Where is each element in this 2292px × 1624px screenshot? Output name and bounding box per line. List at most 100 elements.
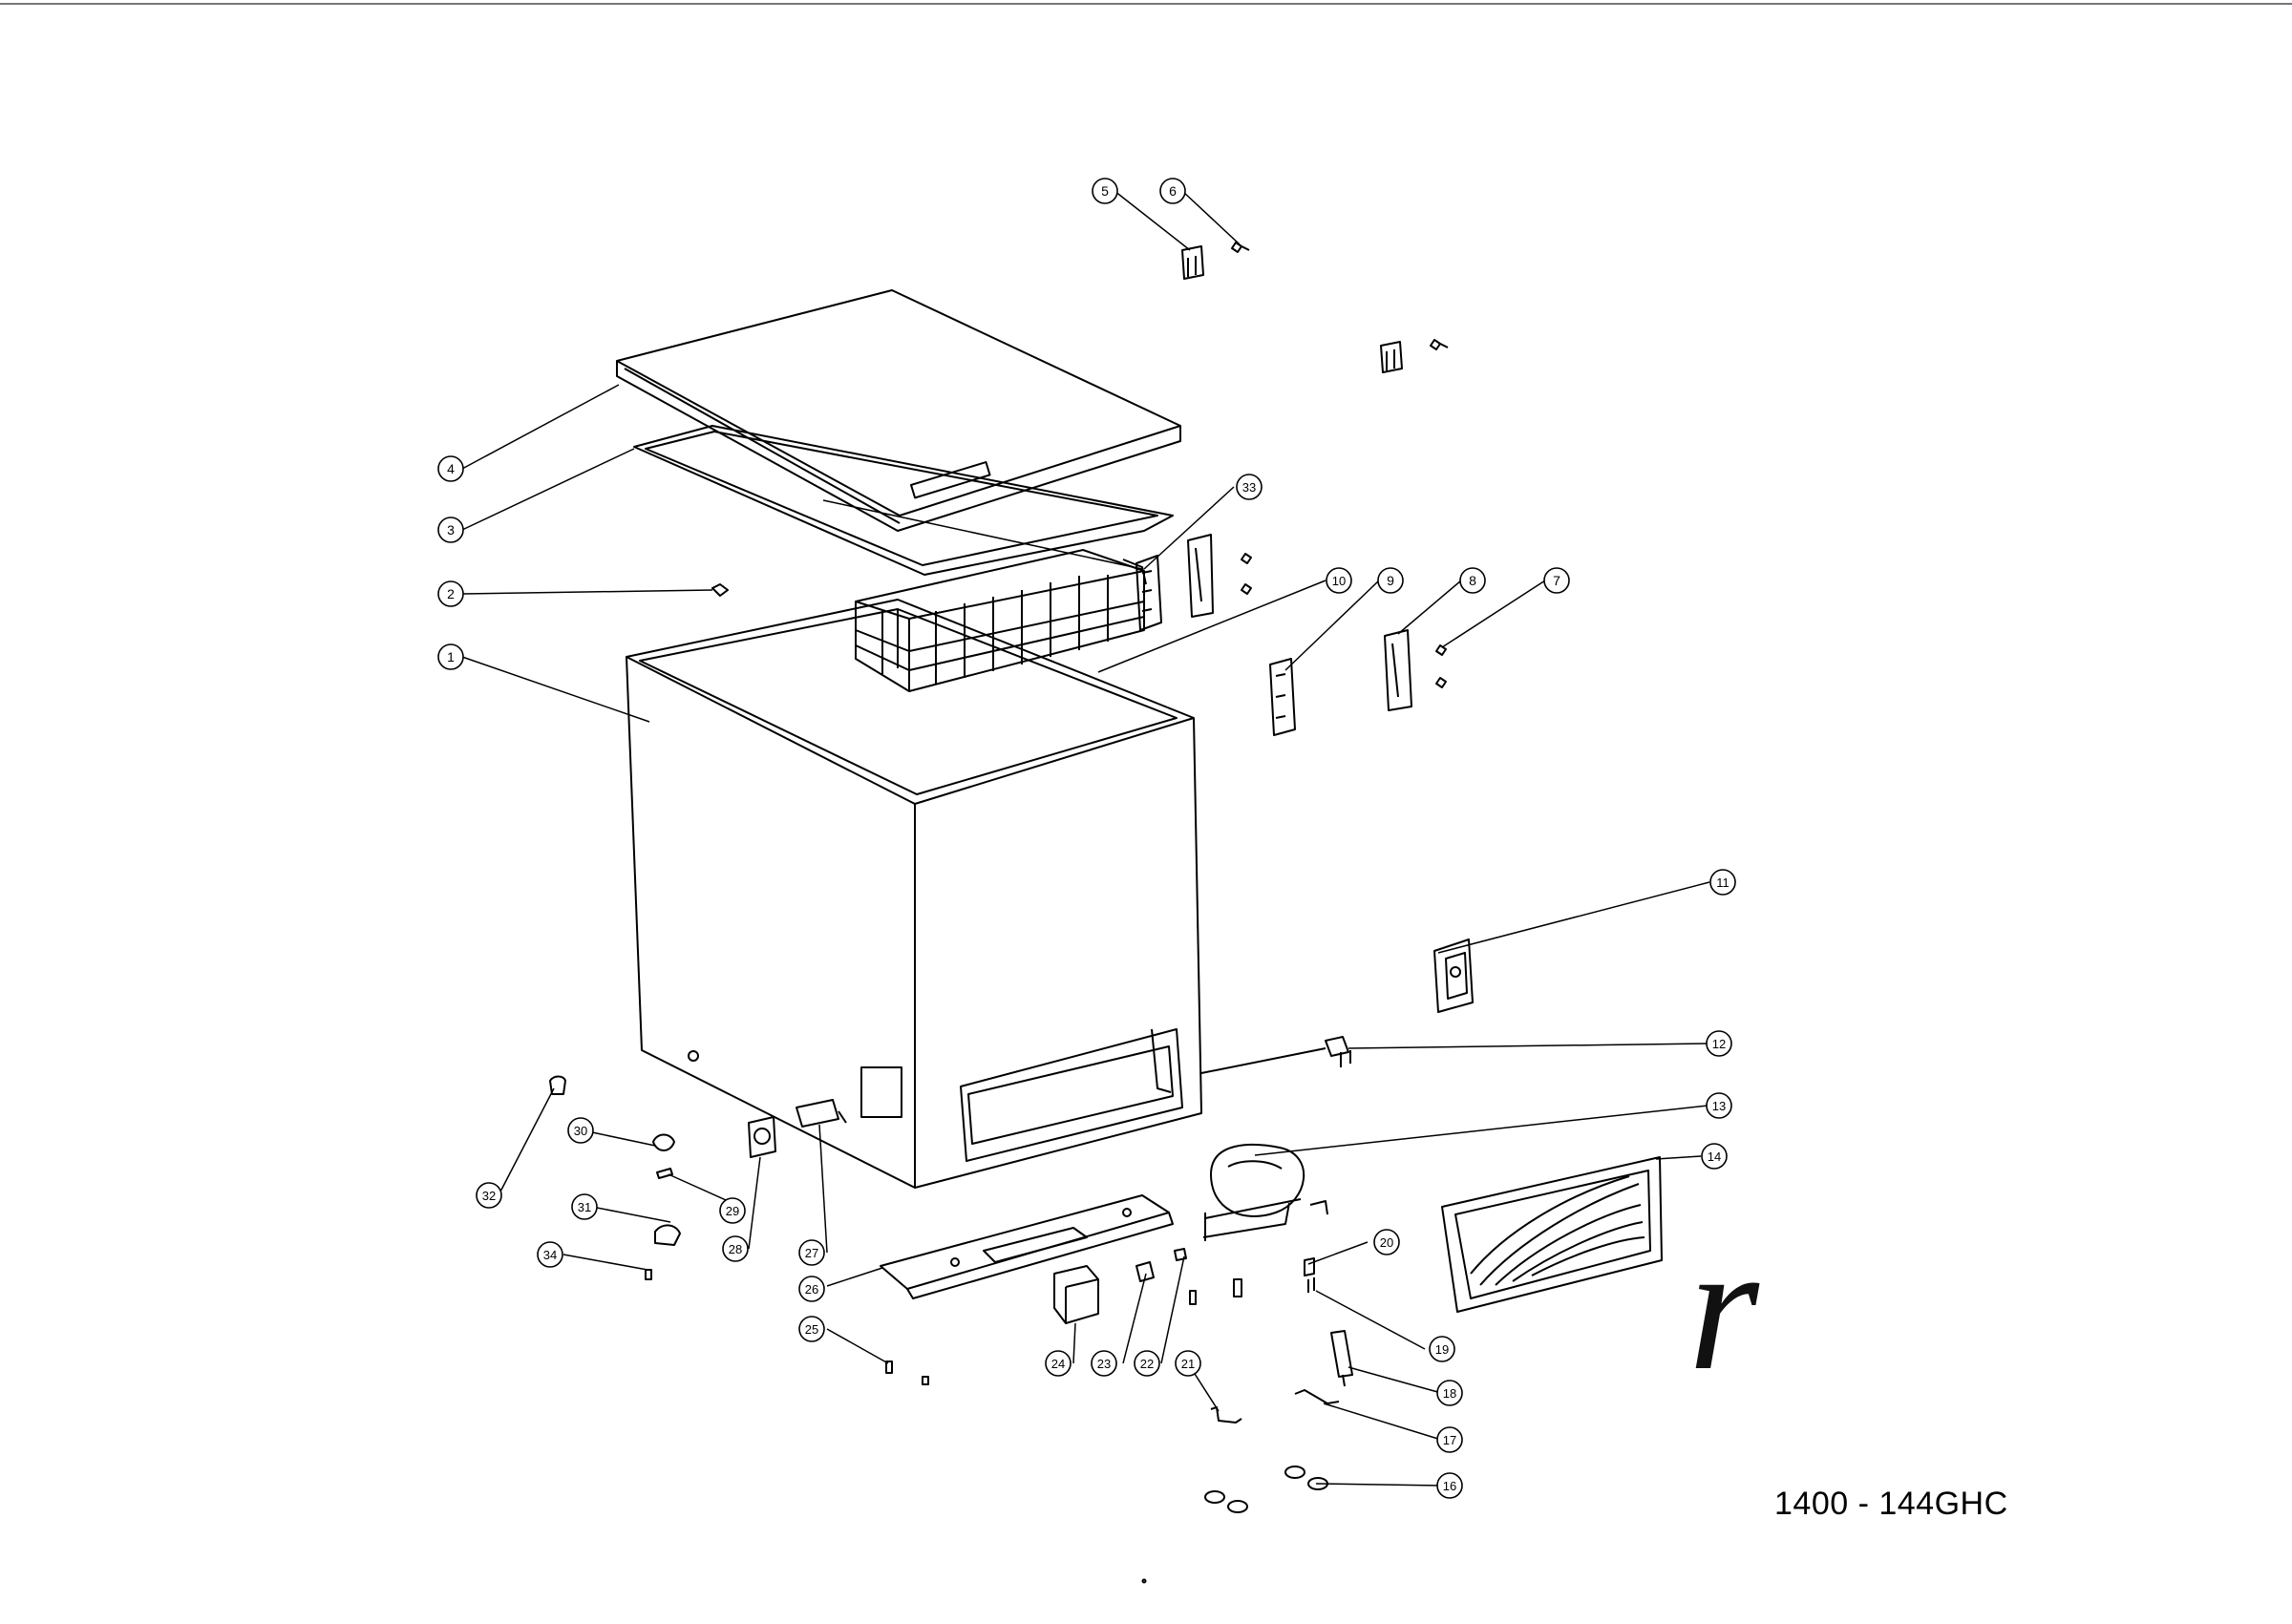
callout-circle <box>722 1235 749 1262</box>
callout-number: 25 <box>805 1322 818 1337</box>
callout-1: 1 <box>437 643 464 670</box>
callout-17: 17 <box>1436 1426 1463 1453</box>
callout-29: 29 <box>719 1197 746 1224</box>
callout-circle <box>437 517 464 543</box>
callout-circle <box>798 1239 825 1266</box>
callout-number: 19 <box>1435 1342 1449 1357</box>
callout-number: 1 <box>447 649 455 664</box>
callout-number: 23 <box>1097 1357 1111 1371</box>
callout-number: 17 <box>1443 1433 1456 1447</box>
callout-19: 19 <box>1429 1336 1455 1362</box>
callout-number: 29 <box>726 1204 739 1218</box>
callout-circle <box>1429 1336 1455 1362</box>
callout-number: 32 <box>482 1189 496 1203</box>
callout-circle <box>798 1276 825 1302</box>
callout-circle <box>1436 1472 1463 1499</box>
callout-number: 6 <box>1169 183 1177 199</box>
callout-number: 12 <box>1712 1037 1726 1051</box>
callout-number: 22 <box>1140 1357 1154 1371</box>
callout-number: 8 <box>1469 573 1476 588</box>
callout-circle <box>1175 1350 1201 1377</box>
callout-circle <box>476 1182 502 1209</box>
callout-circle <box>1459 567 1486 594</box>
callout-circle <box>1377 567 1404 594</box>
callout-number: 5 <box>1101 183 1109 199</box>
callout-number: 7 <box>1553 573 1560 588</box>
callout-number: 21 <box>1181 1357 1195 1371</box>
callout-20: 20 <box>1373 1229 1400 1255</box>
callout-number: 14 <box>1708 1149 1721 1164</box>
callout-circle <box>719 1197 746 1224</box>
cabinet-part <box>626 599 1326 1189</box>
callout-number: 9 <box>1387 573 1394 588</box>
callout-30: 30 <box>567 1117 594 1144</box>
relay-parts <box>1053 1248 1187 1324</box>
lid-gasket-part <box>633 425 1174 576</box>
callout-circle <box>1326 567 1352 594</box>
callout-7: 7 <box>1543 567 1570 594</box>
callout-number: 34 <box>543 1248 557 1262</box>
callout-number: 13 <box>1712 1099 1726 1113</box>
logo-mark: r <box>1688 1208 1759 1408</box>
callout-circle <box>1134 1350 1160 1377</box>
callout-number: 28 <box>729 1242 742 1256</box>
small-clip-part <box>711 583 729 597</box>
callout-circle <box>1706 1030 1732 1057</box>
callout-13: 13 <box>1706 1092 1732 1119</box>
callout-number: 31 <box>578 1200 591 1214</box>
callout-33: 33 <box>1236 474 1263 500</box>
callout-number: 18 <box>1443 1386 1456 1401</box>
callout-22: 22 <box>1134 1350 1160 1377</box>
callout-23: 23 <box>1091 1350 1117 1377</box>
callout-circle <box>1436 1380 1463 1406</box>
callout-26: 26 <box>798 1276 825 1302</box>
leader-lines <box>461 190 1710 1487</box>
callout-circle <box>1045 1350 1072 1377</box>
rubber-feet-parts <box>1204 1466 1328 1513</box>
callout-10: 10 <box>1326 567 1352 594</box>
callout-circle <box>571 1193 598 1220</box>
callout-circle <box>437 643 464 670</box>
callout-6: 6 <box>1159 178 1186 204</box>
callout-16: 16 <box>1436 1472 1463 1499</box>
back-grille-part <box>1441 1156 1663 1313</box>
callout-12: 12 <box>1706 1030 1732 1057</box>
callout-number: 26 <box>805 1282 818 1297</box>
compressor-part <box>1202 1143 1328 1241</box>
callout-number: 10 <box>1332 574 1346 588</box>
callout-3: 3 <box>437 517 464 543</box>
callout-number: 3 <box>447 522 455 538</box>
callout-28: 28 <box>722 1235 749 1262</box>
callout-circle <box>1436 1426 1463 1453</box>
base-plate-part <box>880 1194 1174 1299</box>
power-plug-part <box>1325 1036 1351 1067</box>
callout-number: 30 <box>574 1124 587 1138</box>
callout-number: 27 <box>805 1246 818 1260</box>
callout-circle <box>1543 567 1570 594</box>
callout-34: 34 <box>537 1241 563 1268</box>
callout-circle <box>437 455 464 482</box>
callout-circle <box>1701 1143 1728 1170</box>
callout-circle <box>1159 178 1186 204</box>
callout-circle <box>1092 178 1118 204</box>
callout-number: 4 <box>447 461 455 476</box>
callout-number: 33 <box>1242 480 1256 495</box>
callout-circle <box>437 580 464 607</box>
callout-31: 31 <box>571 1193 598 1220</box>
callout-14: 14 <box>1701 1143 1728 1170</box>
callout-24: 24 <box>1045 1350 1072 1377</box>
model-code: 1400 - 144GHC <box>1774 1486 2008 1522</box>
callout-21: 21 <box>1175 1350 1201 1377</box>
callout-circle <box>1373 1229 1400 1255</box>
callout-circle <box>1706 1092 1732 1119</box>
callout-number: 20 <box>1380 1235 1393 1250</box>
callout-32: 32 <box>476 1182 502 1209</box>
callout-circle <box>567 1117 594 1144</box>
callout-circle <box>798 1316 825 1342</box>
callout-18: 18 <box>1436 1380 1463 1406</box>
callout-25: 25 <box>798 1316 825 1342</box>
callout-circle <box>1236 474 1263 500</box>
callout-4: 4 <box>437 455 464 482</box>
